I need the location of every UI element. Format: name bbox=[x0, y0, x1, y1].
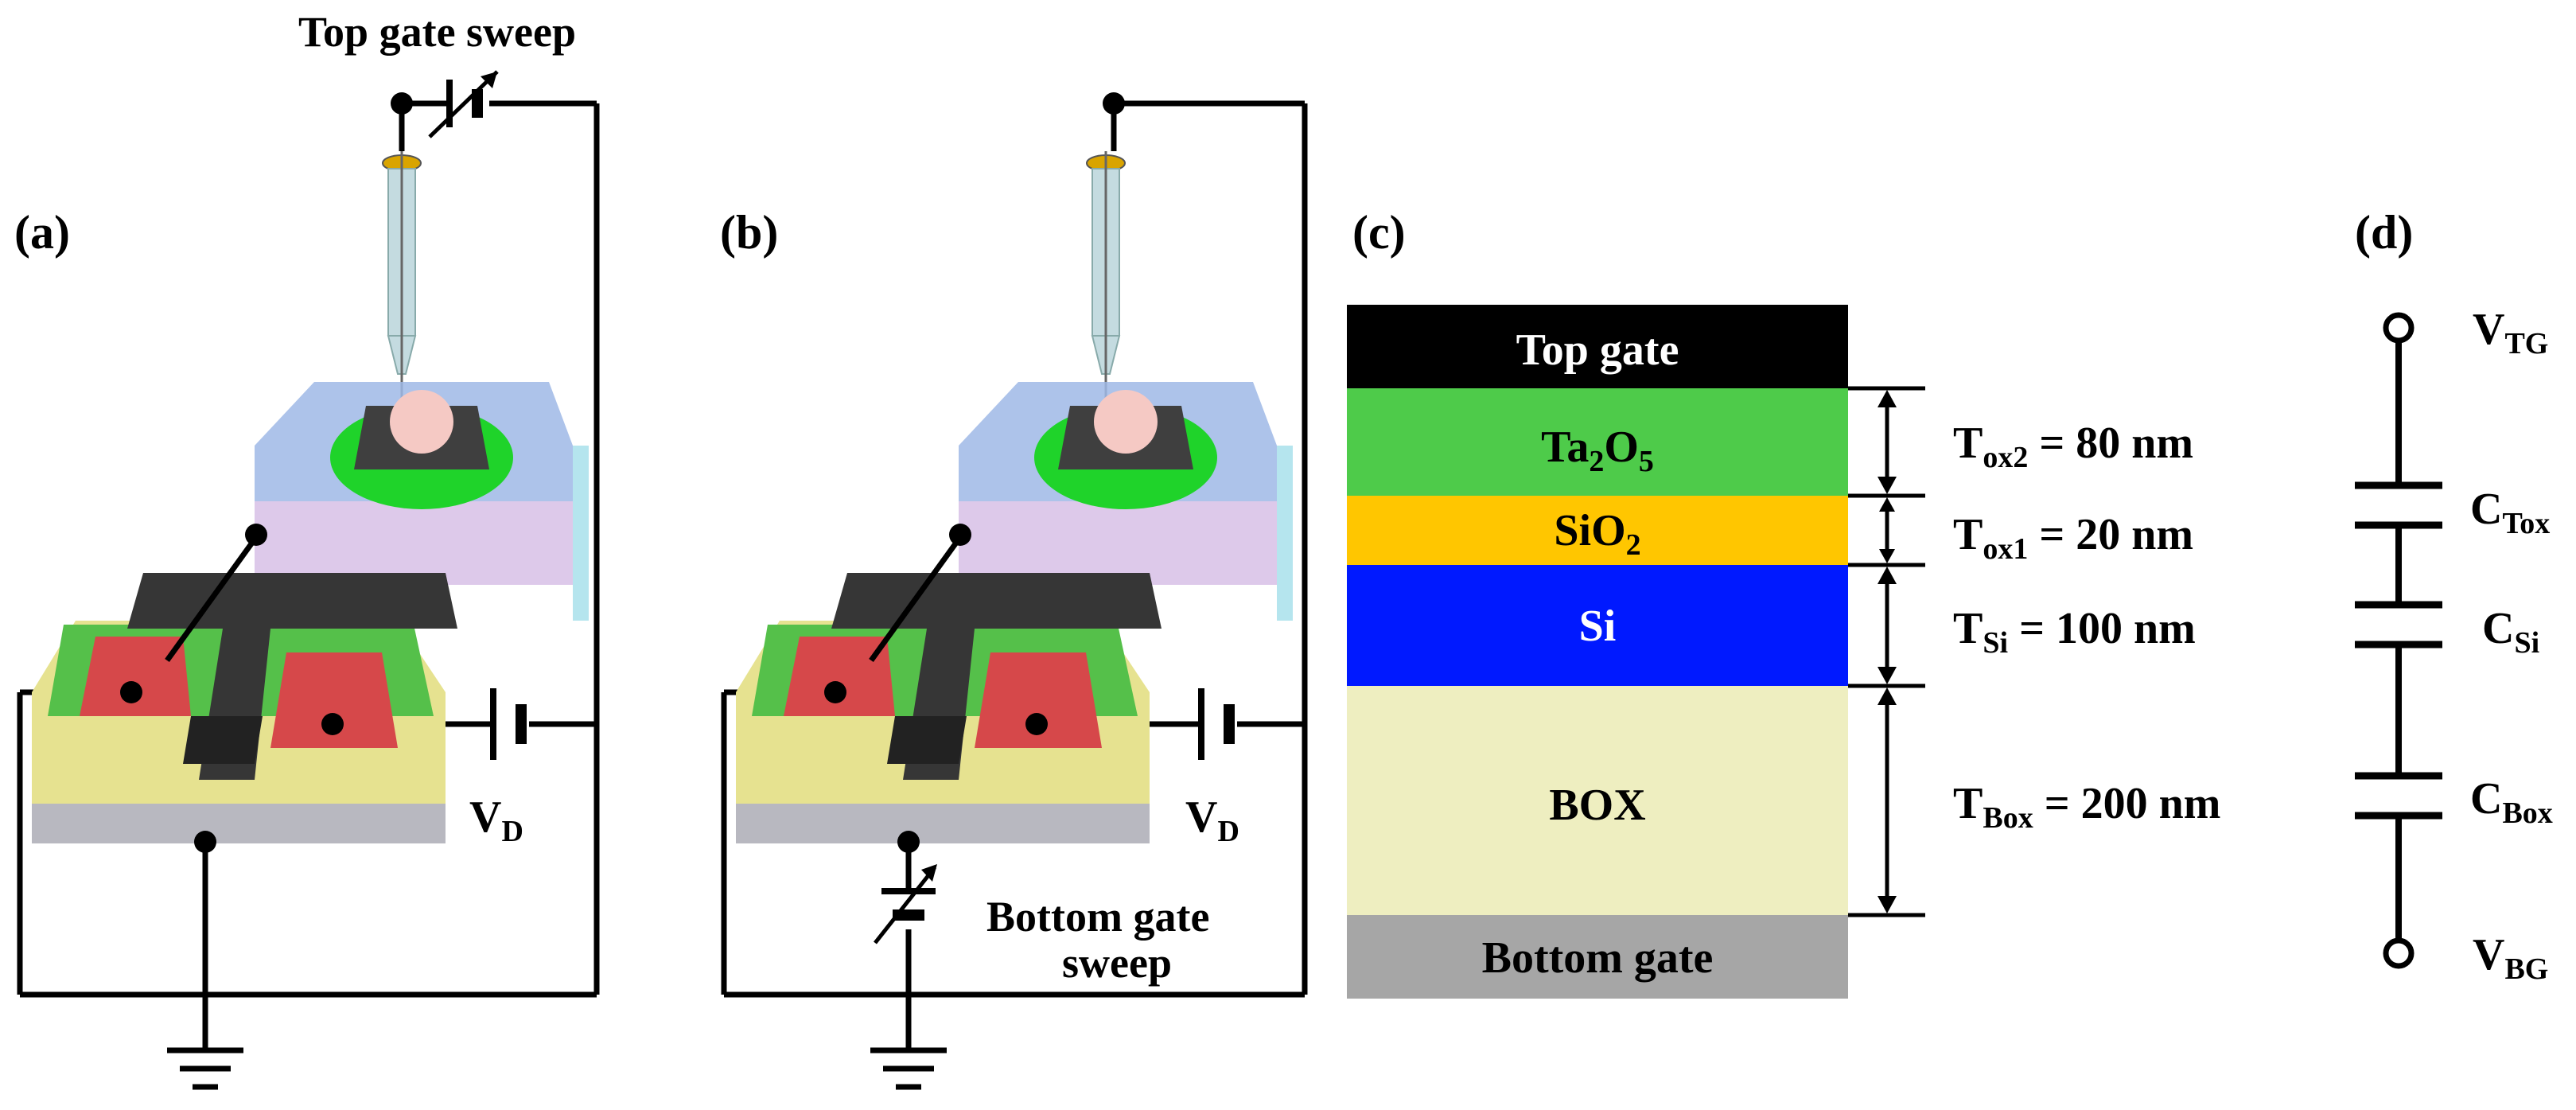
terminal-vtg-icon bbox=[2383, 312, 2415, 344]
substrate-contact-dot-b bbox=[897, 831, 920, 853]
gate-contact-dot-b bbox=[949, 524, 971, 546]
probe-node-dot bbox=[391, 92, 413, 115]
layer-bottom-gate bbox=[1347, 915, 1848, 999]
substrate-contact-dot-a bbox=[194, 831, 216, 853]
vd-label-b: VD bbox=[1185, 793, 1239, 848]
panel-label-c: (c) bbox=[1352, 206, 1406, 259]
layer-box bbox=[1347, 686, 1848, 915]
layer-label-bottom-gate: Bottom gate bbox=[1482, 933, 1714, 983]
liquid-gate-plate-icon bbox=[255, 382, 589, 621]
drain-contact-dot-a bbox=[321, 713, 344, 735]
panel-b-wires bbox=[721, 100, 1308, 1050]
layer-label-ta2o5: Ta2O5 bbox=[1541, 423, 1654, 478]
liquid-gate-plate-b-icon bbox=[959, 382, 1293, 621]
label-vtg: VTG bbox=[2473, 305, 2548, 360]
panel-a-device: Top gate sweep bbox=[17, 8, 600, 1090]
source-contact-dot-b bbox=[824, 681, 846, 703]
terminal-vbg-icon bbox=[2383, 937, 2415, 969]
layer-si bbox=[1347, 565, 1848, 686]
capacitor-cbox-icon bbox=[2355, 772, 2442, 820]
variable-battery-top-gate-icon bbox=[428, 70, 499, 138]
layer-label-box: BOX bbox=[1549, 781, 1645, 830]
probe-needle-b-icon bbox=[1086, 151, 1126, 434]
layer-label-sio2: SiO2 bbox=[1554, 506, 1640, 562]
top-gate-sweep-label: Top gate sweep bbox=[298, 8, 576, 56]
dimension-markers bbox=[1848, 386, 1925, 917]
capacitor-circuit: VTG CTox CSi CBox VBG bbox=[2355, 305, 2553, 986]
layer-label-si: Si bbox=[1579, 602, 1617, 651]
variable-battery-bottom-gate-icon bbox=[874, 864, 937, 944]
label-cbox: CBox bbox=[2470, 774, 2553, 830]
dimension-tox1: Tox1 = 20 nm bbox=[1953, 510, 2193, 566]
layer-stack: Top gate Ta2O5 SiO2 Si BOX Bottom gate bbox=[1347, 305, 2220, 999]
capacitor-csi-icon bbox=[2355, 601, 2442, 648]
panel-label-a: (a) bbox=[14, 206, 70, 259]
panel-label-d: (d) bbox=[2355, 206, 2413, 259]
label-ctox: CTox bbox=[2470, 485, 2550, 540]
battery-vd-b-icon bbox=[1198, 688, 1235, 760]
bottom-gate-sweep-label-line1: Bottom gate bbox=[986, 893, 1209, 941]
panel-label-b: (b) bbox=[720, 206, 778, 259]
soi-transistor-icon bbox=[32, 535, 457, 843]
source-contact-dot-a bbox=[120, 681, 142, 703]
battery-vd-a-icon bbox=[490, 688, 527, 760]
soi-transistor-b-icon bbox=[736, 535, 1162, 843]
capacitor-ctox-icon bbox=[2355, 481, 2442, 529]
ground-icon-b bbox=[870, 1047, 947, 1090]
drain-contact-dot-b bbox=[1025, 713, 1048, 735]
top-gate-wire bbox=[17, 100, 600, 1050]
panel-b-device: VD Bottom gate sweep bbox=[721, 92, 1308, 1090]
layer-label-top-gate: Top gate bbox=[1516, 325, 1679, 375]
gate-contact-dot-a bbox=[245, 524, 267, 546]
dimension-tsi: TSi = 100 nm bbox=[1953, 604, 2196, 660]
vd-label-a: VD bbox=[469, 793, 523, 848]
label-vbg: VBG bbox=[2473, 930, 2548, 986]
dimension-tbox: TBox = 200 nm bbox=[1953, 779, 2220, 835]
dimension-tox2: Tox2 = 80 nm bbox=[1953, 419, 2193, 474]
ground-icon-a bbox=[167, 1047, 243, 1090]
label-csi: CSi bbox=[2482, 604, 2539, 660]
layer-sio2 bbox=[1347, 496, 1848, 565]
layer-top-gate bbox=[1347, 305, 1848, 388]
bottom-gate-sweep-label-line2: sweep bbox=[1062, 939, 1172, 987]
probe-node-dot-b bbox=[1103, 92, 1125, 115]
layer-ta2o5 bbox=[1347, 388, 1848, 496]
